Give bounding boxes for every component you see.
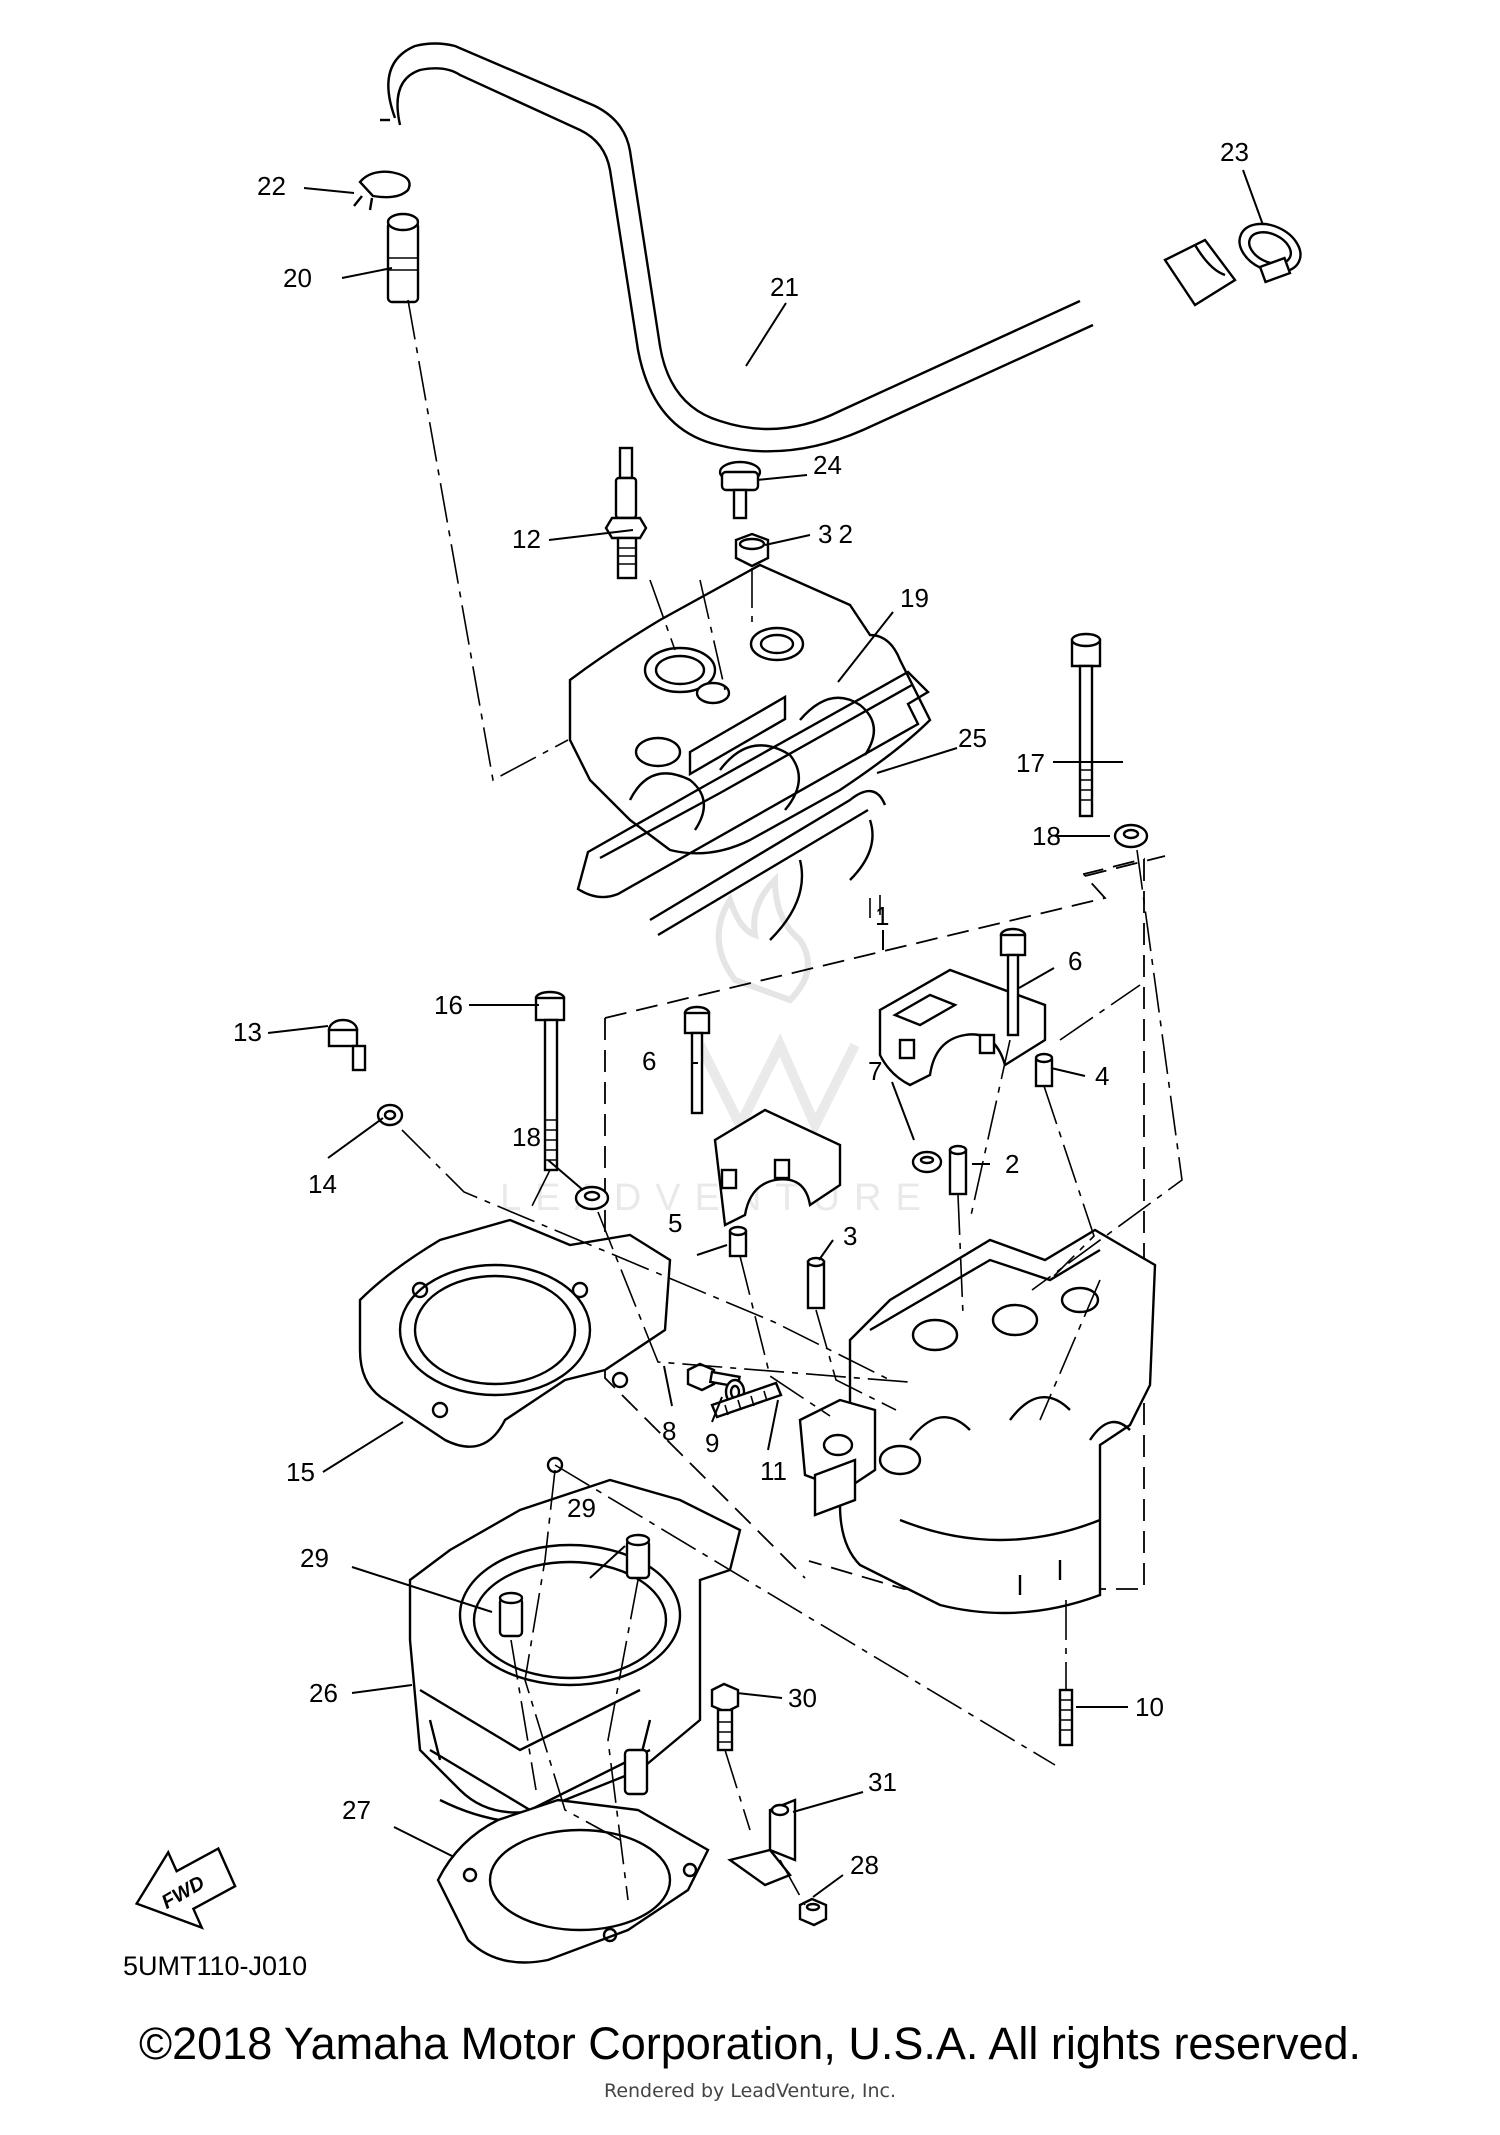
plug-7 bbox=[911, 1150, 943, 1174]
callout-4: 4 bbox=[1095, 1061, 1109, 1091]
bracket-31 bbox=[727, 1798, 797, 1887]
hose-clip bbox=[353, 170, 411, 211]
bolt-13 bbox=[327, 1018, 367, 1072]
callout-17: 17 bbox=[1016, 748, 1045, 778]
callout-labels: 1 2 3 4 5 6 6 7 8 9 10 11 12 13 14 15 16… bbox=[233, 137, 1249, 1880]
callout-28: 28 bbox=[850, 1850, 879, 1880]
callout-32: 32 bbox=[818, 519, 859, 549]
cylinder-base-gasket bbox=[436, 1798, 710, 1964]
cover-bolt bbox=[718, 460, 762, 520]
cylinder-head-cover bbox=[568, 563, 932, 855]
callout-22: 22 bbox=[257, 171, 286, 201]
callout-29b: 29 bbox=[567, 1493, 596, 1523]
cylinder-head bbox=[798, 1228, 1157, 1615]
cylinder bbox=[408, 1478, 742, 1825]
callout-12: 12 bbox=[512, 524, 541, 554]
callout-16: 16 bbox=[434, 990, 463, 1020]
watermark: LEADVENTURE bbox=[500, 872, 935, 1219]
callout-13: 13 bbox=[233, 1017, 262, 1047]
callout-10: 10 bbox=[1135, 1692, 1164, 1722]
callout-5: 5 bbox=[668, 1208, 682, 1238]
breather-fitting bbox=[386, 212, 420, 304]
callout-3: 3 bbox=[843, 1221, 857, 1251]
hose-clamp bbox=[1238, 222, 1302, 284]
callout-26: 26 bbox=[309, 1678, 338, 1708]
long-bolt-16 bbox=[534, 990, 566, 1172]
callout-21: 21 bbox=[770, 272, 799, 302]
breather-hose bbox=[380, 42, 1237, 453]
nut-28 bbox=[798, 1897, 828, 1927]
callout-30: 30 bbox=[788, 1683, 817, 1713]
callout-11: 11 bbox=[760, 1456, 787, 1486]
camshaft-cap-left bbox=[713, 1108, 842, 1258]
callout-24: 24 bbox=[813, 450, 842, 480]
rendered-by-notice: Rendered by LeadVenture, Inc. bbox=[603, 2080, 897, 2102]
camshaft-cap-right bbox=[878, 968, 1054, 1088]
dowel-pin-2 bbox=[948, 1144, 968, 1196]
washer-right bbox=[1113, 823, 1149, 849]
watermark-text: LEADVENTURE bbox=[500, 1177, 935, 1219]
callout-2: 2 bbox=[1005, 1149, 1019, 1179]
callout-1: 1 bbox=[875, 901, 889, 931]
stud-bolt-10 bbox=[1058, 1688, 1074, 1747]
long-bolt-cap-left bbox=[683, 1005, 711, 1115]
bolt-30 bbox=[710, 1682, 740, 1752]
callout-7: 7 bbox=[868, 1056, 882, 1086]
callout-8: 8 bbox=[662, 1416, 676, 1446]
washer-18-left bbox=[574, 1185, 610, 1211]
head-cover-gasket bbox=[576, 670, 930, 941]
cover-washer bbox=[734, 532, 770, 568]
stud-bolt-11 bbox=[710, 1381, 783, 1419]
callout-6a: 6 bbox=[1068, 946, 1082, 976]
callout-31: 31 bbox=[868, 1767, 897, 1797]
long-bolt-right bbox=[1070, 632, 1102, 818]
callout-9: 9 bbox=[705, 1428, 719, 1458]
alignment-lines bbox=[401, 299, 1183, 1906]
copyright-notice: ©2018 Yamaha Motor Corporation, U.S.A. A… bbox=[138, 2018, 1362, 2069]
callout-29a: 29 bbox=[300, 1543, 329, 1573]
callout-6b: 6 bbox=[642, 1046, 656, 1076]
callout-19: 19 bbox=[900, 583, 929, 613]
diagram-code: 5UMT110-J010 bbox=[123, 1951, 307, 1981]
spark-plug bbox=[604, 446, 648, 580]
callout-15: 15 bbox=[286, 1457, 315, 1487]
callout-leaders bbox=[267, 169, 1264, 1898]
callout-18a: 18 bbox=[1032, 821, 1061, 851]
callout-27: 27 bbox=[342, 1795, 371, 1825]
callout-25: 25 bbox=[958, 723, 987, 753]
washer-14 bbox=[376, 1103, 404, 1127]
callout-23: 23 bbox=[1220, 137, 1249, 167]
dowel-pin-3 bbox=[806, 1256, 826, 1310]
cylinder-head-gasket bbox=[358, 1218, 672, 1474]
forward-arrow-icon: FWD bbox=[134, 1846, 237, 1930]
long-bolt-cap-right bbox=[999, 927, 1027, 1037]
callout-20: 20 bbox=[283, 263, 312, 293]
callout-14: 14 bbox=[308, 1169, 337, 1199]
callout-18b: 18 bbox=[512, 1122, 541, 1152]
